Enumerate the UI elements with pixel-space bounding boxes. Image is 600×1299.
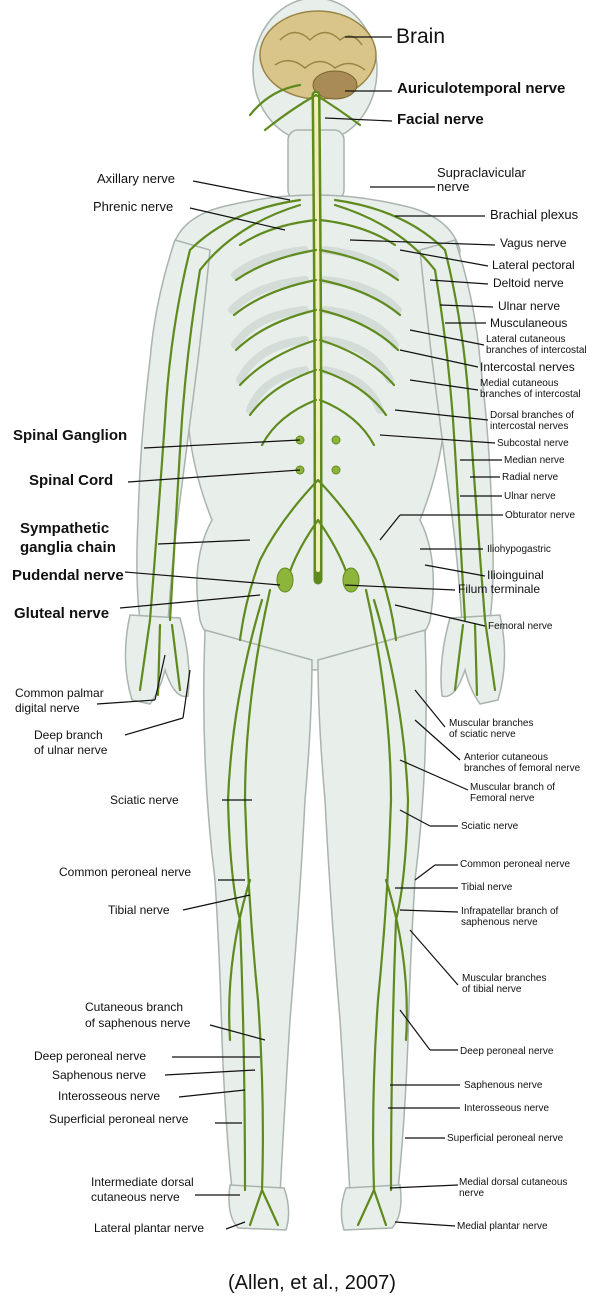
label-auriculotemporal-nerve: Auriculotemporal nerve [397,80,566,97]
label-ulnar-nerve-lower: Ulnar nerve [504,491,556,502]
label-spinal-ganglion: Spinal Ganglion [13,427,128,444]
label-spinal-cord: Spinal Cord [29,472,114,489]
label-median-nerve: Median nerve [504,455,565,466]
label-ilioinguinal: Ilioinguinal [487,568,544,582]
label-muscular-branches-tibial: Muscular branches of tibial nerve [462,973,547,995]
left-foot [228,1184,290,1231]
label-supraclavicular-nerve: Supraclavicular nerve [437,165,526,195]
label-gluteal-nerve: Gluteal nerve [14,605,110,622]
left-leg [203,629,313,1196]
label-muscular-branch-femoral: Muscular branch of Femoral nerve [470,782,556,804]
label-musculaneous: Musculaneous [490,316,568,330]
label-superficial-peroneal-right: Superficial peroneal nerve [447,1133,564,1144]
label-medial-plantar-nerve: Medial plantar nerve [457,1221,548,1232]
label-interosseous-right: Interosseous nerve [464,1103,550,1114]
label-sympathetic-ganglia-chain: Sympathetic ganglia chain [20,520,116,556]
label-subcostal-nerve: Subcostal nerve [497,438,569,449]
label-deltoid-nerve: Deltoid nerve [493,276,564,290]
label-common-peroneal-right: Common peroneal nerve [460,859,571,870]
label-tibial-nerve-right: Tibial nerve [461,882,513,893]
label-common-peroneal-left: Common peroneal nerve [59,865,192,879]
label-brain: Brain [396,25,446,48]
label-facial-nerve: Facial nerve [397,111,484,128]
label-sciatic-nerve-right: Sciatic nerve [461,821,519,832]
label-lateral-pectoral: Lateral pectoral [492,258,575,272]
label-sciatic-nerve-left: Sciatic nerve [110,793,179,807]
label-brachial-plexus: Brachial plexus [490,207,579,222]
label-lateral-cutaneous-branches: Lateral cutaneous branches of intercosta… [486,334,587,356]
right-foot [340,1184,402,1231]
label-radial-nerve: Radial nerve [502,472,559,483]
label-cutaneous-branch-saphenous: Cutaneous branch of saphenous nerve [85,1000,191,1030]
label-common-palmar-digital-nerve: Common palmar digital nerve [15,686,104,715]
label-intercostal-nerves: Intercostal nerves [480,360,575,374]
label-saphenous-left: Saphenous nerve [52,1068,147,1082]
nerve-network [138,83,497,1227]
label-deep-peroneal-right: Deep peroneal nerve [460,1046,554,1057]
label-intermediate-dorsal-cutaneous: Intermediate dorsal cutaneous nerve [91,1175,194,1204]
label-deep-branch-ulnar-nerve: Deep branch of ulnar nerve [34,728,108,757]
label-femoral-nerve: Femoral nerve [488,621,553,632]
label-pudendal-nerve: Pudendal nerve [12,567,124,584]
leader-lines [96,36,503,1230]
label-tibial-nerve-left: Tibial nerve [108,903,170,917]
label-saphenous-right: Saphenous nerve [464,1080,543,1091]
label-medial-cutaneous-branches: Medial cutaneous branches of intercostal [480,378,581,400]
brain-shape [259,10,377,100]
label-medial-dorsal-cutaneous: Medial dorsal cutaneous nerve [459,1177,568,1199]
label-ulnar-nerve-upper: Ulnar nerve [498,299,561,313]
spinal-cord-core [314,93,320,572]
label-axillary-nerve: Axillary nerve [97,171,176,186]
label-vagus-nerve: Vagus nerve [500,236,567,250]
label-filum-terminale: Filum terminale [458,582,541,596]
label-infrapatellar-branch: Infrapatellar branch of saphenous nerve [461,906,559,928]
label-superficial-peroneal-left: Superficial peroneal nerve [49,1112,189,1126]
label-dorsal-branches: Dorsal branches of intercostal nerves [490,410,574,432]
label-muscular-branches-sciatic: Muscular branches of sciatic nerve [449,718,534,740]
right-leg [317,629,427,1196]
label-interosseous-left: Interosseous nerve [58,1089,161,1103]
caption-citation: (Allen, et al., 2007) [228,1272,396,1294]
label-phrenic-nerve: Phrenic nerve [93,199,174,214]
label-obturator-nerve: Obturator nerve [505,510,576,521]
label-anterior-cutaneous-branches: Anterior cutaneous branches of femoral n… [464,752,581,774]
label-lateral-plantar-nerve: Lateral plantar nerve [94,1221,205,1235]
label-iliohypogastric: Iliohypogastric [487,544,551,555]
label-deep-peroneal-left: Deep peroneal nerve [34,1049,147,1063]
